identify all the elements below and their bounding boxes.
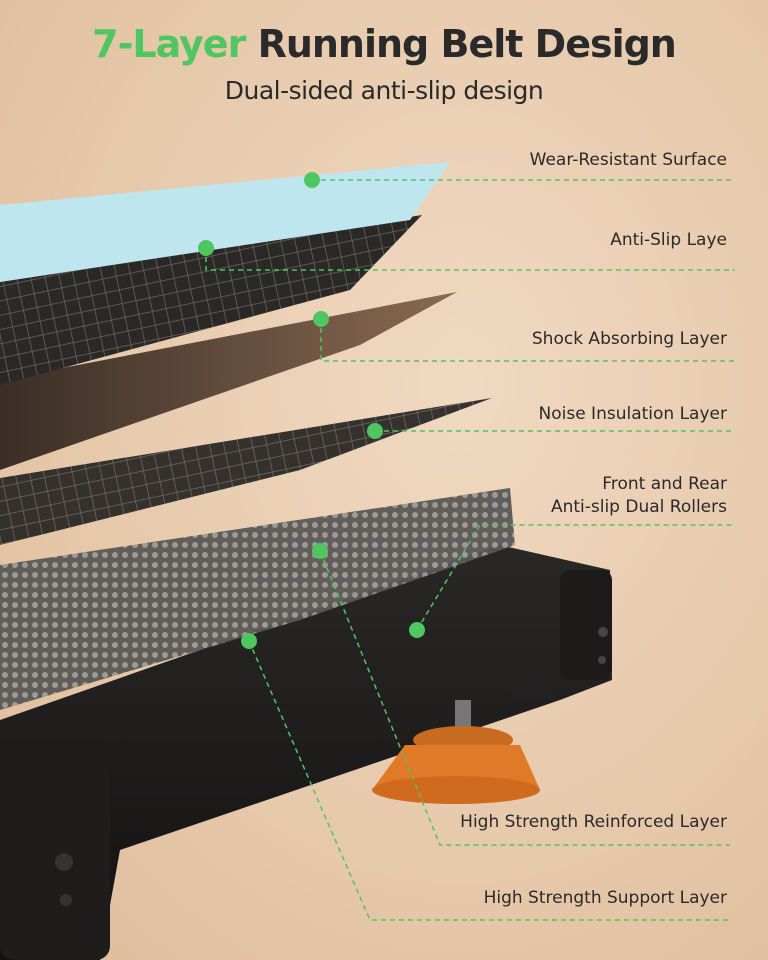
marker-dot [241,633,257,649]
leader-lines [205,179,735,921]
label-wear-resistant: Wear-Resistant Surface [529,150,727,170]
label-reinforced: High Strength Reinforced Layer [460,812,727,832]
page-title: 7-Layer Running Belt Design [0,22,768,66]
marker-dot [198,240,214,256]
label-support: High Strength Support Layer [483,888,727,908]
layer-support [0,488,515,710]
marker-dot [312,543,328,559]
screw-icon [598,627,608,637]
end-cap-left [0,740,110,960]
label-noise: Noise Insulation Layer [538,404,728,424]
bracket [492,675,560,700]
marker-dot [304,172,320,188]
title-rest: Running Belt Design [257,22,677,66]
label-shock: Shock Absorbing Layer [531,329,727,349]
treadmill-base [0,545,612,960]
marker-dot [367,423,383,439]
screw-icon [55,853,73,871]
foot-bottom [372,776,540,804]
marker-dot [409,622,425,638]
label-rollers-line1: Front and Rear [602,474,727,494]
screw-icon [60,894,72,906]
label-rollers: Front and Rear Anti-slip Dual Rollers [551,473,727,519]
label-anti-slip: Anti-Slip Laye [610,230,727,250]
marker-dot [313,311,329,327]
layer-surface [0,162,450,282]
layer-antislip [0,215,422,385]
end-cap-right [560,570,612,680]
subtitle: Dual-sided anti-slip design [224,76,544,105]
label-rollers-line2: Anti-slip Dual Rollers [550,497,727,517]
layer-shock [0,292,457,470]
title-accent: 7-Layer [92,22,246,66]
screw-icon [598,656,606,664]
marker-dots [198,172,425,649]
